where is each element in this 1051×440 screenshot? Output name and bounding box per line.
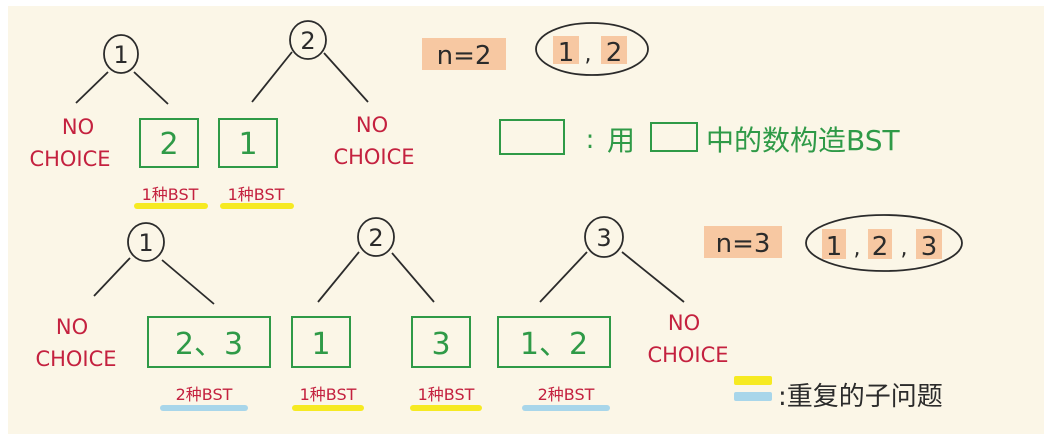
no-choice-no: NO bbox=[668, 311, 700, 335]
top-root-1-label: 1 bbox=[113, 41, 128, 69]
top-root-2-node: 2 bbox=[289, 20, 327, 60]
n-equals-3-label: n=3 bbox=[716, 229, 771, 259]
value-highlight bbox=[553, 36, 579, 64]
bottom-subtree-box-1: 1 bbox=[291, 316, 351, 368]
svg-text:1、2: 1、2 bbox=[520, 327, 588, 362]
svg-text:1: 1 bbox=[238, 127, 257, 162]
svg-text:1: 1 bbox=[138, 229, 153, 257]
bottom-subtree-box-2-3: 2、3 bbox=[147, 316, 271, 368]
bst-count-label: 2种BST bbox=[538, 385, 595, 404]
bottom-subtree-box-3: 3 bbox=[411, 316, 471, 368]
yellow-legend-swatch bbox=[734, 376, 772, 385]
svg-text:2: 2 bbox=[159, 127, 178, 162]
bst-count-label: 2种BST bbox=[176, 385, 233, 404]
paper-background bbox=[8, 6, 1044, 434]
bst-count-label: 1种BST bbox=[418, 385, 475, 404]
set-value: 2 bbox=[606, 38, 623, 68]
set-ellipse bbox=[535, 22, 649, 76]
yellow-highlight bbox=[292, 405, 364, 411]
n-equals-2-label: n=2 bbox=[437, 41, 492, 71]
edge bbox=[391, 252, 435, 303]
no-choice-choice: CHOICE bbox=[647, 343, 728, 367]
yellow-highlight bbox=[134, 203, 208, 209]
edge bbox=[539, 251, 588, 303]
legend-text-before: 用 bbox=[607, 124, 635, 157]
no-choice-no: NO bbox=[62, 115, 94, 139]
top-subtree-box-1: 1 bbox=[218, 118, 278, 168]
n-label-highlight bbox=[422, 38, 506, 70]
edge bbox=[323, 52, 369, 103]
svg-text:3: 3 bbox=[431, 327, 450, 362]
edge bbox=[93, 257, 131, 297]
set-separator: , bbox=[901, 236, 908, 261]
edge bbox=[621, 251, 685, 303]
bottom-root-3-node: 3 bbox=[584, 216, 624, 258]
no-choice-choice: CHOICE bbox=[333, 145, 414, 169]
no-choice-no: NO bbox=[56, 315, 88, 339]
legend-text-after: 中的数构造BST bbox=[706, 124, 900, 157]
svg-text:2: 2 bbox=[368, 224, 383, 252]
svg-text:1: 1 bbox=[311, 327, 330, 362]
set-separator: , bbox=[854, 236, 861, 261]
legend-box-icon bbox=[499, 119, 565, 155]
no-choice-choice: CHOICE bbox=[29, 147, 110, 171]
set-separator: , bbox=[585, 42, 592, 67]
edge bbox=[133, 71, 169, 105]
no-choice-choice: CHOICE bbox=[35, 347, 116, 371]
blue-highlight bbox=[522, 405, 610, 411]
edge bbox=[161, 259, 215, 305]
edge bbox=[75, 71, 109, 104]
set-value: 1 bbox=[826, 232, 843, 262]
n-label-highlight bbox=[704, 226, 782, 258]
svg-text:2、3: 2、3 bbox=[175, 327, 243, 362]
bottom-subtree-box-1-2: 1、2 bbox=[497, 316, 611, 368]
value-highlight bbox=[822, 229, 846, 259]
value-highlight bbox=[868, 229, 892, 259]
no-choice-no: NO bbox=[356, 113, 388, 137]
yellow-highlight bbox=[410, 405, 482, 411]
svg-text:3: 3 bbox=[596, 224, 611, 252]
edge bbox=[251, 51, 293, 103]
top-subtree-box-2: 2 bbox=[139, 118, 199, 168]
edge bbox=[317, 251, 360, 303]
top-root-1-node: 1 bbox=[103, 34, 139, 74]
repeat-subproblem-legend: :重复的子问题 bbox=[778, 382, 943, 412]
set-value: 3 bbox=[921, 232, 938, 262]
value-highlight bbox=[601, 36, 627, 64]
blue-highlight bbox=[160, 405, 248, 411]
value-highlight bbox=[916, 229, 942, 259]
legend-small-box-icon bbox=[650, 122, 698, 152]
set-ellipse bbox=[805, 214, 963, 272]
set-value: 1 bbox=[558, 38, 575, 68]
bst-count-label: 1种BST bbox=[228, 185, 285, 204]
legend-colon: : bbox=[586, 125, 595, 155]
top-root-2-label: 2 bbox=[300, 27, 315, 55]
set-value: 2 bbox=[872, 232, 889, 262]
bottom-root-1-node: 1 bbox=[127, 222, 165, 262]
blue-legend-swatch bbox=[734, 392, 772, 401]
bst-count-label: 1种BST bbox=[300, 385, 357, 404]
bottom-root-2-node: 2 bbox=[357, 217, 395, 257]
bst-count-label: 1种BST bbox=[142, 185, 199, 204]
yellow-highlight bbox=[220, 203, 294, 209]
